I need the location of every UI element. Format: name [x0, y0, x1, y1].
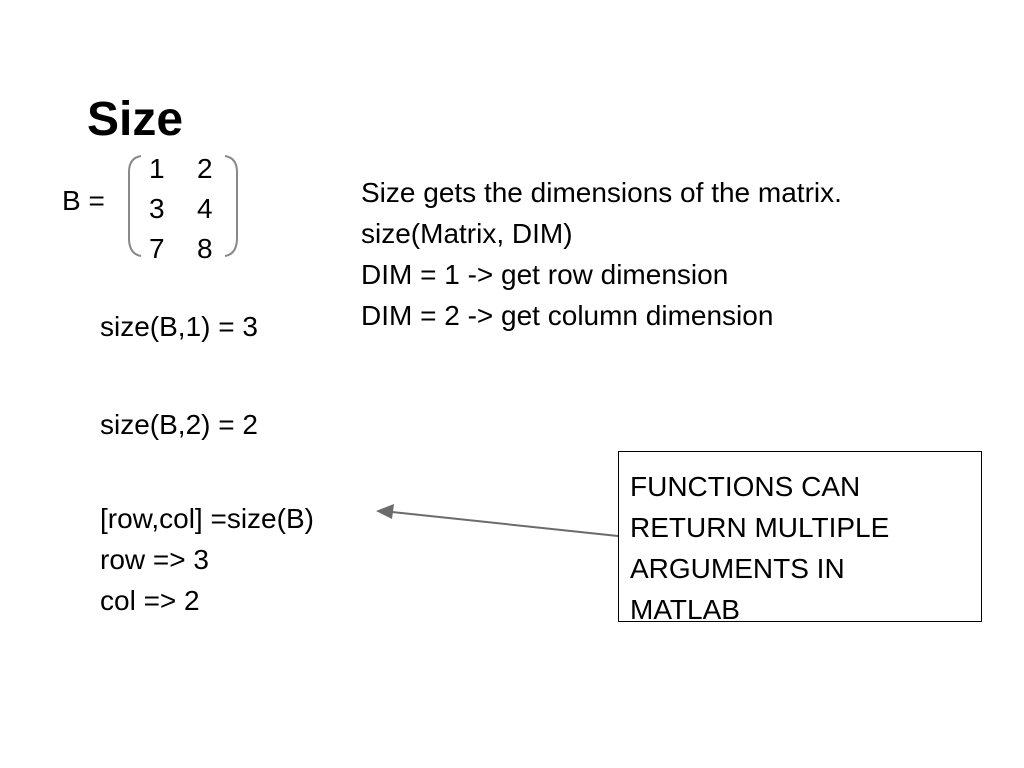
example-multi-return: [row,col] =size(B) row => 3 col => 2 [100, 498, 314, 621]
example-col-size: size(B,2) = 2 [100, 409, 258, 440]
callout-line: FUNCTIONS CAN [630, 471, 861, 502]
matrix-cell: 8 [197, 233, 213, 264]
example-row-size: size(B,1) = 3 [100, 311, 258, 342]
size-description: Size gets the dimensions of the matrix. … [361, 172, 842, 336]
example-line: col => 2 [100, 585, 200, 616]
right-bracket [224, 155, 238, 257]
callout-line: MATLAB [630, 594, 740, 625]
example-line: row => 3 [100, 544, 209, 575]
matrix-b: 1 2 3 4 7 8 [125, 150, 243, 264]
matrix-cell: 1 [149, 153, 165, 184]
callout-box: FUNCTIONS CAN RETURN MULTIPLE ARGUMENTS … [618, 451, 982, 625]
description-line: size(Matrix, DIM) [361, 218, 573, 249]
matrix-label: B = [62, 185, 105, 216]
matrix-cell: 3 [149, 193, 165, 224]
matrix-cell: 2 [197, 153, 213, 184]
description-line: Size gets the dimensions of the matrix. [361, 177, 842, 208]
left-bracket [128, 155, 142, 257]
description-line: DIM = 1 -> get row dimension [361, 259, 729, 290]
matrix-cell: 4 [197, 193, 213, 224]
description-line: DIM = 2 -> get column dimension [361, 300, 774, 331]
slide-title: Size [87, 93, 184, 146]
matrix-cell: 7 [149, 233, 165, 264]
matrix-brackets [128, 155, 238, 257]
callout-line: ARGUMENTS IN [630, 553, 845, 584]
example-line: [row,col] =size(B) [100, 503, 314, 534]
callout-line: RETURN MULTIPLE [630, 512, 890, 543]
